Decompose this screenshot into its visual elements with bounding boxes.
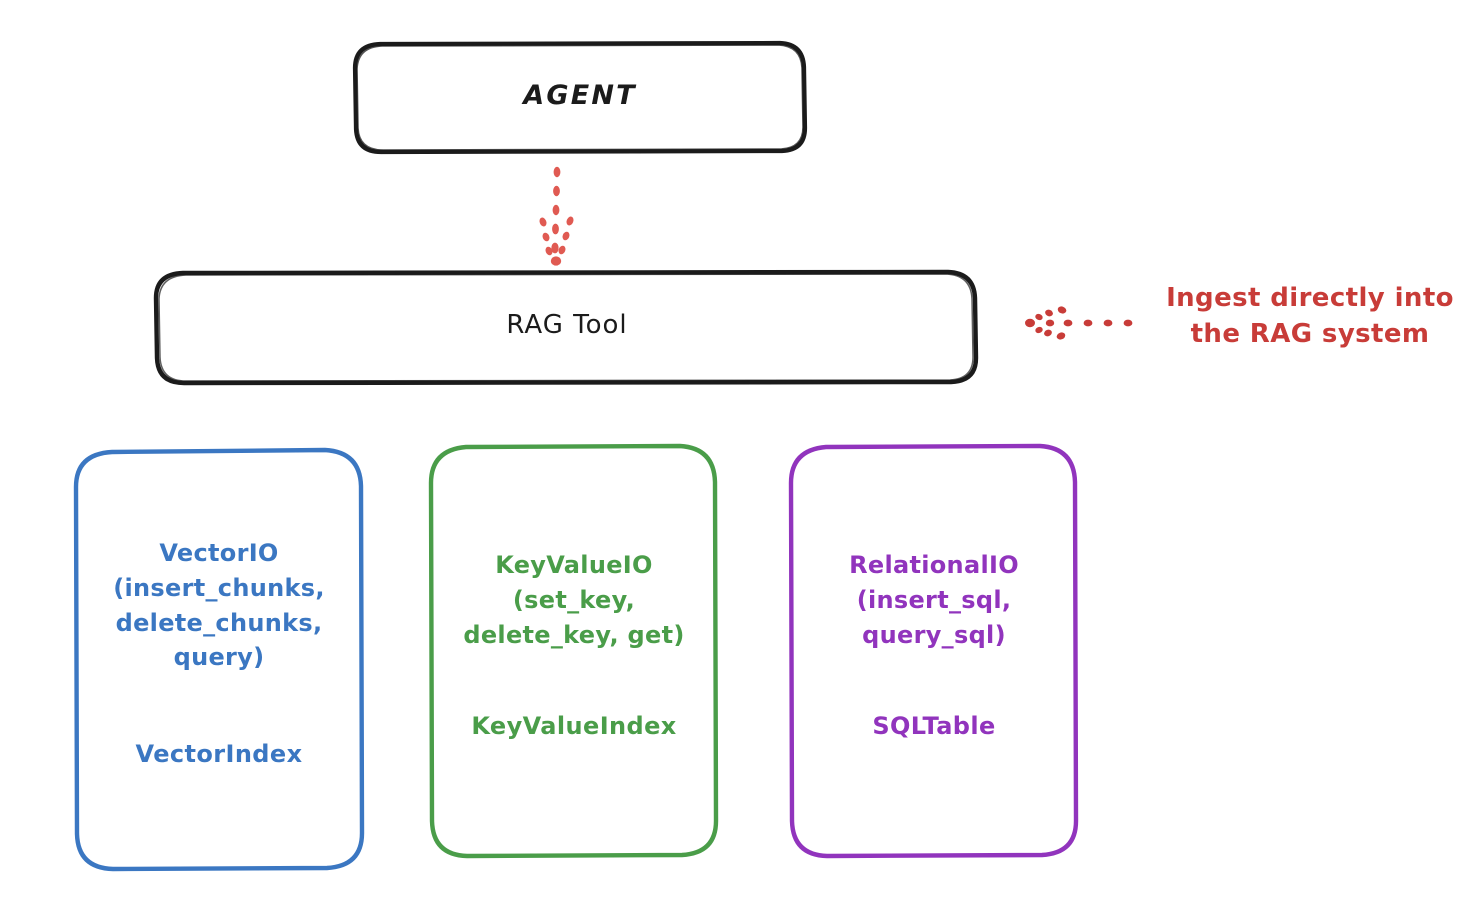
key-value-io-node[interactable] <box>428 443 719 859</box>
agent-box-outline-sketch <box>356 44 804 151</box>
relational-io-box-outline <box>788 443 1079 859</box>
rag-tool-box-outline <box>153 269 979 386</box>
agent-node[interactable] <box>352 40 808 155</box>
agent-to-ragtool-arrow <box>539 166 574 266</box>
rag-tool-box-outline-sketch <box>158 273 974 382</box>
relational-io-node[interactable] <box>788 443 1079 859</box>
vector-io-box-outline <box>73 447 365 872</box>
ingest-to-ragtool-arrow <box>1025 306 1133 340</box>
key-value-io-box-outline <box>428 443 719 859</box>
agent-box-outline <box>352 40 808 155</box>
rag-tool-node[interactable] <box>153 269 979 386</box>
vector-io-node[interactable] <box>73 447 365 872</box>
